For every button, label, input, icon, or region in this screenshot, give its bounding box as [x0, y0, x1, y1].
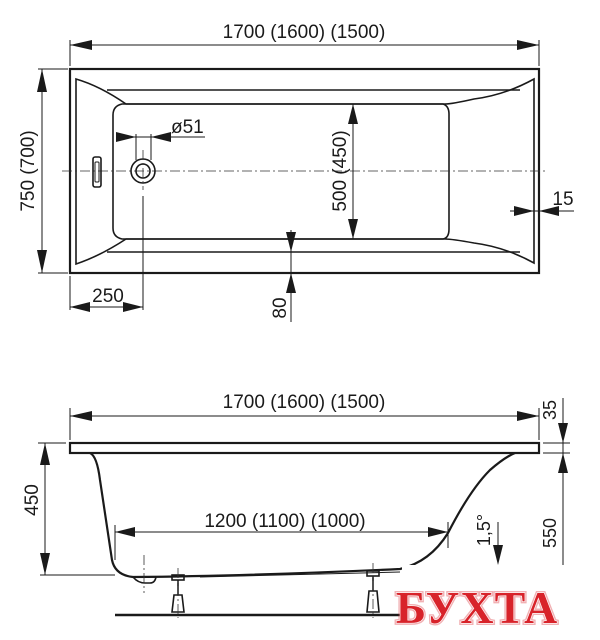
arrow-left-icon: [70, 302, 90, 312]
side-length-dimension: 1700 (1600) (1500): [69, 392, 540, 440]
inner-width-dimension: 500 (450): [330, 104, 358, 239]
inner-width-label: 500 (450): [330, 130, 351, 211]
rim-thickness-label: 35: [540, 400, 560, 420]
arrow-right-icon: [517, 411, 539, 421]
side-offset-dimension: 80: [270, 230, 296, 322]
depth-dimension: 450: [22, 442, 115, 576]
arrow-down-icon: [493, 545, 503, 565]
arrow-right-icon: [123, 302, 143, 312]
tub-inner-rim: [75, 77, 535, 266]
slope-label: 1,5°: [474, 514, 494, 546]
arrow-left-icon: [70, 411, 92, 421]
support-leg-right: [366, 563, 380, 618]
side-length-label: 1700 (1600) (1500): [223, 392, 386, 413]
drain-icon: [130, 150, 156, 190]
arrow-down-icon: [40, 553, 50, 575]
top-length-dimension: 1700 (1600) (1500): [69, 22, 540, 66]
arrow-left-icon: [539, 206, 559, 216]
arrow-right-icon: [428, 527, 448, 537]
logo-text: БУХТА: [396, 582, 558, 633]
drain-offset-label: 250: [92, 286, 124, 307]
tub-body-profile: [89, 451, 516, 579]
top-width-label: 750 (700): [18, 130, 39, 211]
side-view: 1700 (1600) (1500) 450 1200 (1100) (1000…: [22, 392, 570, 618]
support-leg-left: [171, 568, 185, 618]
arrow-up-icon: [37, 69, 47, 92]
arrow-up-icon: [286, 273, 296, 293]
height-dimension: 35 550: [540, 398, 570, 565]
arrow-up-icon: [40, 443, 50, 465]
arrow-left-icon: [115, 527, 135, 537]
arrow-down-icon: [286, 232, 296, 252]
end-offset-label: 15: [552, 189, 573, 210]
arrow-right-icon: [514, 206, 534, 216]
slope-indicator: 1,5°: [474, 514, 503, 565]
top-width-dimension: 750 (700): [18, 68, 68, 274]
top-length-label: 1700 (1600) (1500): [223, 22, 386, 43]
arrow-right-icon: [517, 40, 539, 50]
depth-label: 450: [22, 484, 43, 516]
drain-diameter-dimension: ø51: [116, 117, 205, 160]
side-offset-label: 80: [270, 297, 291, 318]
overflow-icon: [92, 156, 102, 188]
arrow-down-icon: [37, 250, 47, 273]
top-view: 1700 (1600) (1500) 750 (700): [18, 22, 574, 322]
end-offset-dimension: 15: [510, 189, 574, 216]
arrow-down-icon: [348, 219, 358, 239]
arrow-right-icon: [116, 132, 136, 142]
arrow-up-icon: [348, 104, 358, 124]
tub-rim-side: [68, 441, 541, 455]
bottom-length-label: 1200 (1100) (1000): [204, 511, 365, 532]
bottom-length-dimension: 1200 (1100) (1000): [114, 511, 449, 560]
svg-text:БУХТА: БУХТА: [396, 582, 558, 633]
tub-basin: [112, 103, 450, 240]
arrow-left-icon: [70, 40, 92, 50]
arrow-down-icon: [558, 423, 568, 443]
buhta-logo: БУХТА БУХТА: [394, 580, 559, 635]
drain-offset-dimension: 250: [69, 196, 144, 312]
arrow-up-icon: [558, 453, 568, 473]
drain-bump: [132, 576, 157, 584]
arrow-left-icon: [151, 132, 171, 142]
total-height-label: 550: [540, 518, 560, 548]
drain-diameter-label: ø51: [171, 117, 204, 138]
